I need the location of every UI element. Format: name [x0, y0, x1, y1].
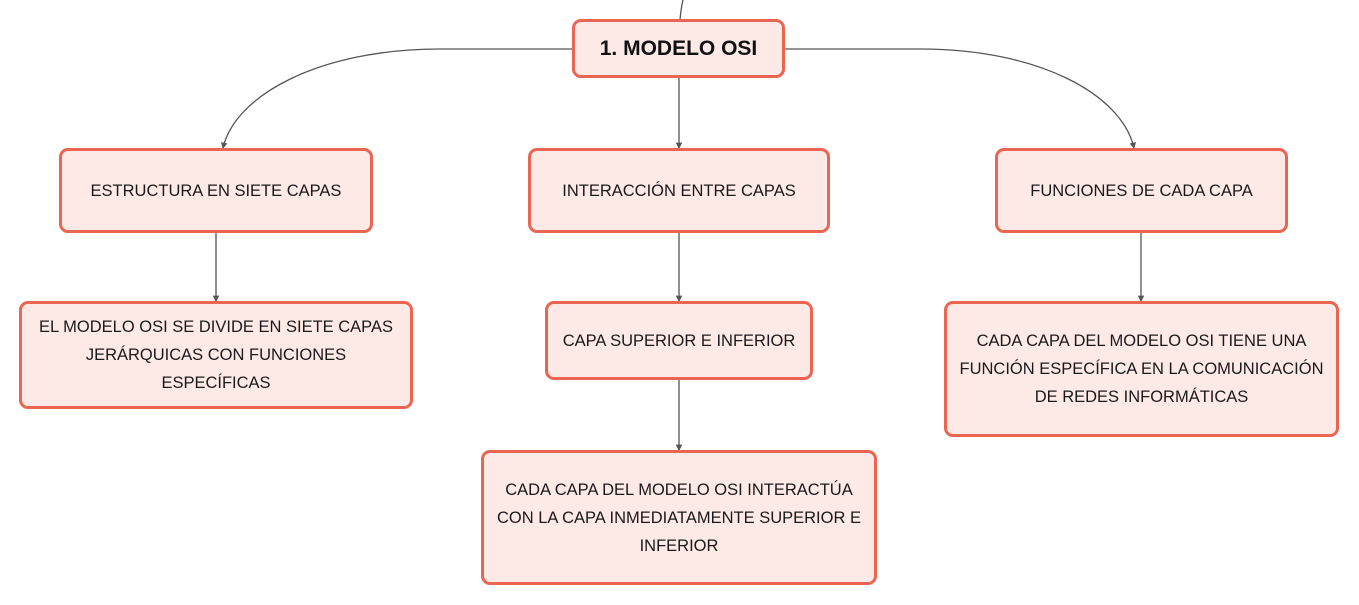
branch-node-label: ESTRUCTURA EN SIETE CAPAS [90, 181, 342, 200]
root-node-modelo-osi[interactable]: 1. MODELO OSI [572, 19, 785, 78]
detail-node-estructura[interactable]: EL MODELO OSI SE DIVIDE EN SIETE CAPAS J… [19, 301, 413, 409]
detail-node-funciones[interactable]: CADA CAPA DEL MODELO OSI TIENE UNA FUNCI… [944, 301, 1339, 437]
detail-node-capa-superior-inferior[interactable]: CAPA SUPERIOR E INFERIOR [545, 301, 813, 380]
incoming-connector [679, 0, 684, 21]
detail-node-text: CAPA SUPERIOR E INFERIOR [562, 331, 796, 350]
detail-node-interaccion[interactable]: CADA CAPA DEL MODELO OSI INTERACTÚA CON … [481, 450, 877, 585]
detail-node-text: EL MODELO OSI SE DIVIDE EN SIETE CAPAS J… [39, 318, 393, 392]
detail-node-text: CADA CAPA DEL MODELO OSI TIENE UNA FUNCI… [959, 332, 1324, 406]
connector-root-to-funciones [785, 48, 1136, 150]
branch-node-estructura[interactable]: ESTRUCTURA EN SIETE CAPAS [59, 148, 373, 233]
branch-node-label: FUNCIONES DE CADA CAPA [1030, 181, 1253, 200]
connector-root-to-estructura [221, 48, 572, 150]
branch-node-interaccion[interactable]: INTERACCIÓN ENTRE CAPAS [528, 148, 830, 233]
detail-node-text: CADA CAPA DEL MODELO OSI INTERACTÚA CON … [497, 480, 861, 555]
root-node-label: 1. MODELO OSI [599, 36, 758, 60]
branch-node-funciones[interactable]: FUNCIONES DE CADA CAPA [995, 148, 1288, 233]
branch-node-label: INTERACCIÓN ENTRE CAPAS [562, 181, 796, 200]
